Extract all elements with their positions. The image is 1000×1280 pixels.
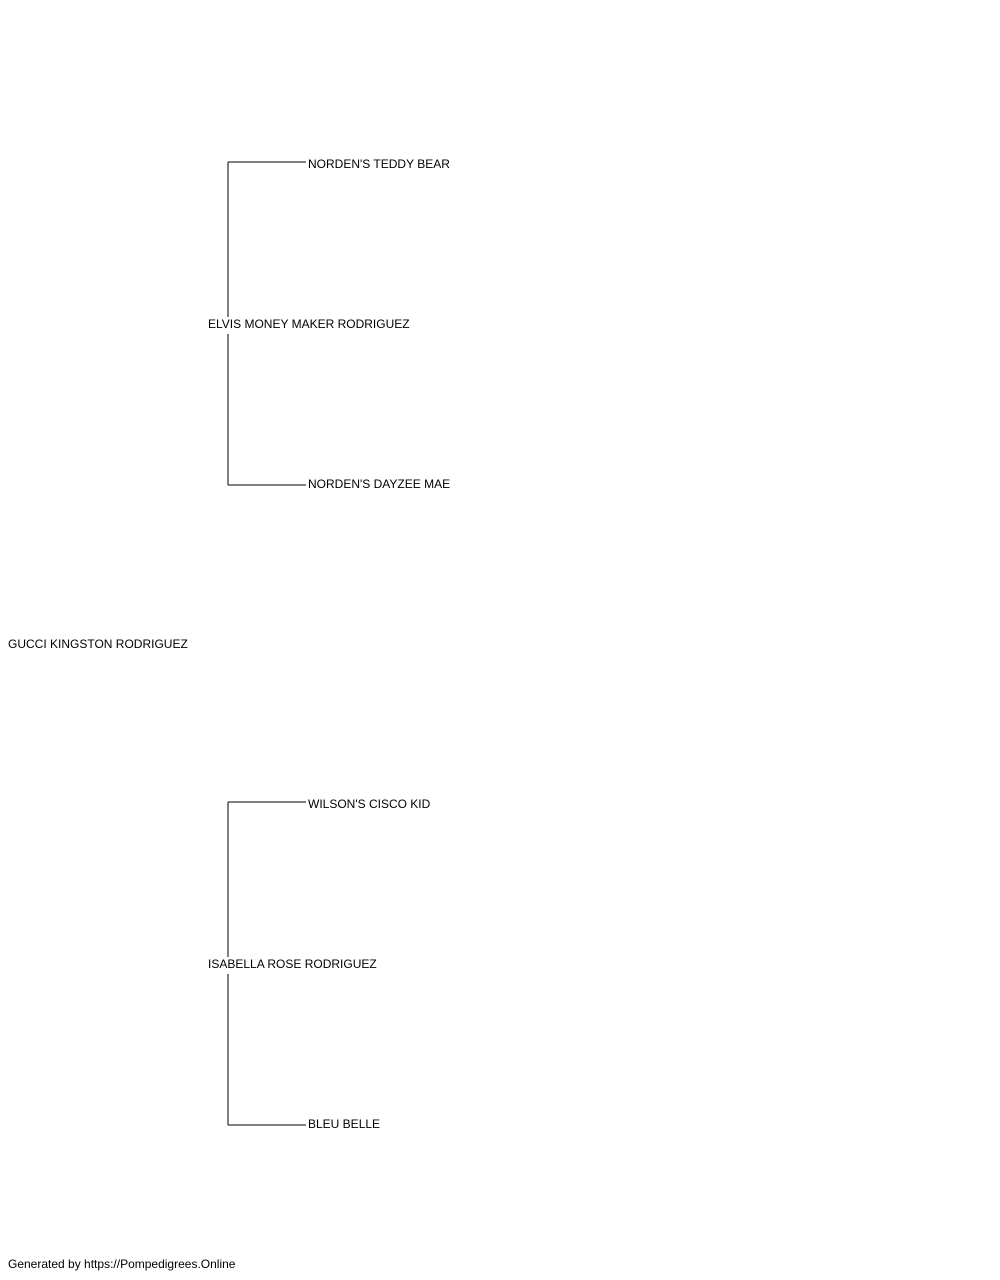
dam-sire-name: WILSON'S CISCO KID bbox=[308, 797, 431, 811]
sire-branch-connector bbox=[227, 161, 306, 486]
dam-dam-name: BLEU BELLE bbox=[308, 1117, 380, 1131]
footer-credit: Generated by https://Pompedigrees.Online bbox=[8, 1257, 236, 1271]
dam-branch-connector bbox=[227, 801, 306, 1126]
subject-name: GUCCI KINGSTON RODRIGUEZ bbox=[8, 637, 188, 651]
sire-sire-name: NORDEN'S TEDDY BEAR bbox=[308, 157, 450, 171]
dam-name: ISABELLA ROSE RODRIGUEZ bbox=[208, 957, 377, 971]
sire-name: ELVIS MONEY MAKER RODRIGUEZ bbox=[208, 317, 410, 331]
sire-dam-name: NORDEN'S DAYZEE MAE bbox=[308, 477, 450, 491]
